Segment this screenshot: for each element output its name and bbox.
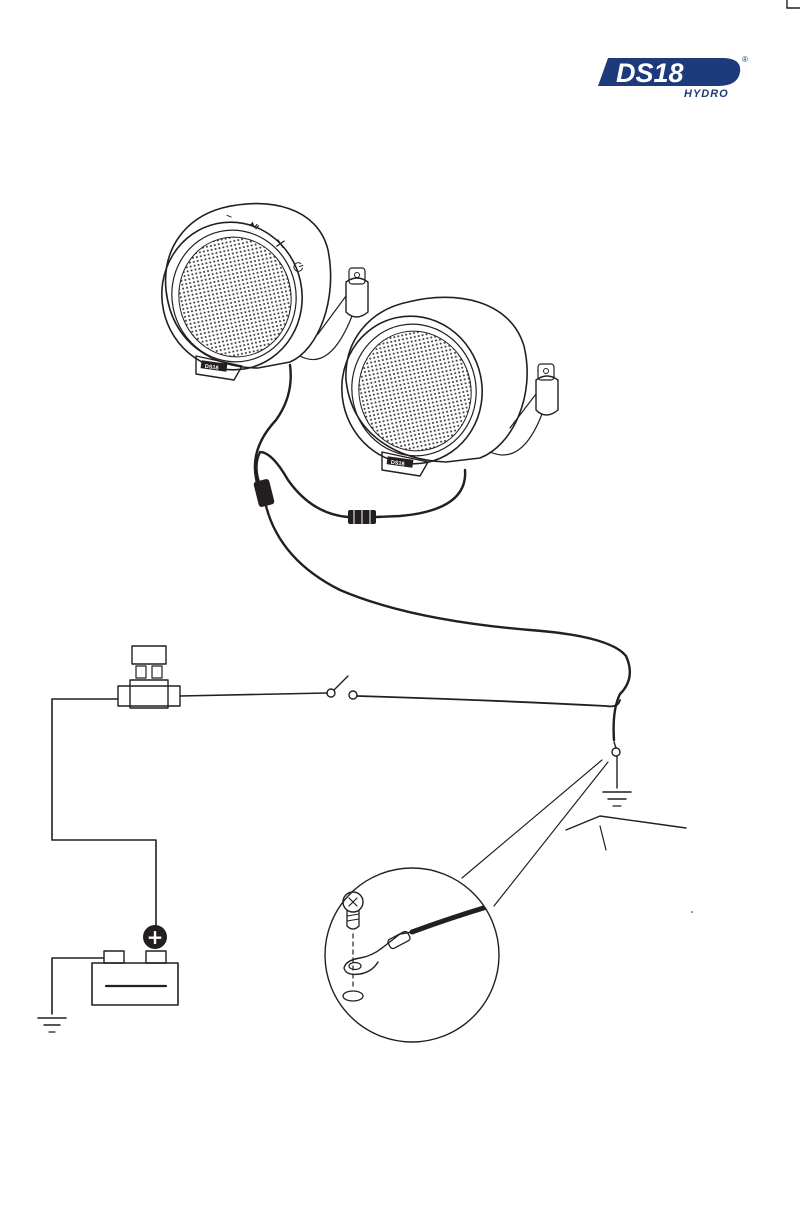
stray-mark (691, 911, 693, 913)
battery: + (38, 925, 178, 1032)
ground-icon (38, 1018, 66, 1032)
logo-registered-mark: ® (742, 55, 748, 64)
switch-icon (327, 676, 357, 699)
ring-terminal-icon (344, 948, 382, 974)
power-circuit (52, 646, 620, 928)
speaker-left: DS18 – ⏯ + ⏻ (148, 204, 368, 383)
mounting-hole (343, 991, 363, 1001)
logo-brand-text: DS18 (616, 58, 684, 88)
play-pause-icon[interactable]: ⏯ (247, 217, 263, 234)
corner-mark (787, 0, 800, 8)
y-splitter (253, 478, 275, 507)
speaker-right-grille (348, 321, 483, 462)
inline-connector (348, 510, 376, 524)
ds18-hydro-logo: DS18 ® HYDRO (598, 55, 748, 100)
fuse-holder (118, 646, 180, 708)
speaker-right-badge: DS18 (390, 460, 404, 468)
chassis-ground (462, 742, 686, 906)
ground-detail-inset (325, 868, 499, 1042)
ground-icon (603, 792, 631, 806)
battery-positive-icon: + (147, 925, 164, 949)
speaker-right: DS18 (328, 297, 558, 477)
speaker-right-mount (490, 364, 558, 455)
volume-up-icon[interactable]: + (269, 232, 292, 254)
speaker-left-badge: DS18 (204, 364, 218, 372)
logo-hydro-text: HYDRO (684, 88, 729, 100)
